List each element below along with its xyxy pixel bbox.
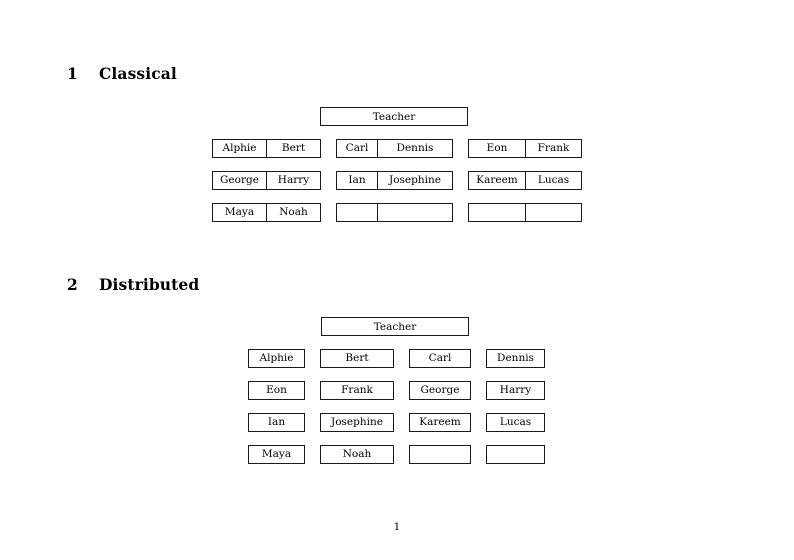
table-row (336, 203, 453, 222)
name-cell: Noah (320, 445, 394, 464)
empty-cell (409, 445, 471, 464)
list-item: George (409, 381, 471, 400)
list-item: Alphie (248, 349, 305, 368)
name-cell: Alphie (248, 349, 305, 368)
name-cell: Lucas (486, 413, 545, 432)
name-cell: Frank (320, 381, 394, 400)
table-row: Carl Dennis (336, 139, 453, 158)
list-item: Josephine (320, 413, 394, 432)
empty-cell (468, 203, 526, 222)
name-cell: George (212, 171, 267, 190)
list-item: Frank (320, 381, 394, 400)
empty-cell (486, 445, 545, 464)
section-heading-classical: 1 Classical (67, 64, 177, 83)
list-item: Eon (248, 381, 305, 400)
name-cell: Ian (248, 413, 305, 432)
name-cell: Noah (266, 203, 321, 222)
list-item: Ian (248, 413, 305, 432)
name-cell: Harry (266, 171, 321, 190)
section-heading-distributed: 2 Distributed (67, 275, 199, 294)
section-title: Classical (99, 64, 177, 83)
name-cell: Alphie (212, 139, 267, 158)
name-cell: Josephine (377, 171, 453, 190)
list-item: Kareem (409, 413, 471, 432)
page-number: 1 (393, 521, 401, 533)
table-row: Alphie Bert (212, 139, 321, 158)
name-cell: Frank (525, 139, 582, 158)
empty-cell (377, 203, 453, 222)
table-row: Maya Noah (212, 203, 321, 222)
section-title: Distributed (99, 275, 200, 294)
name-cell: Kareem (468, 171, 526, 190)
teacher-box-distributed: Teacher (321, 317, 469, 336)
empty-cell (336, 203, 378, 222)
name-cell: Kareem (409, 413, 471, 432)
name-cell: Maya (212, 203, 267, 222)
table-row: Kareem Lucas (468, 171, 582, 190)
teacher-label: Teacher (373, 320, 417, 333)
list-item: Harry (486, 381, 545, 400)
table-row: George Harry (212, 171, 321, 190)
teacher-box-classical: Teacher (320, 107, 468, 126)
empty-cell (525, 203, 582, 222)
section-number: 1 (67, 64, 78, 83)
list-item (486, 445, 545, 464)
list-item: Maya (248, 445, 305, 464)
name-cell: Bert (266, 139, 321, 158)
list-item: Noah (320, 445, 394, 464)
name-cell: George (409, 381, 471, 400)
name-cell: Dennis (377, 139, 453, 158)
list-item (409, 445, 471, 464)
name-cell: Bert (320, 349, 394, 368)
name-cell: Josephine (320, 413, 394, 432)
list-item: Dennis (486, 349, 545, 368)
name-cell: Ian (336, 171, 378, 190)
name-cell: Dennis (486, 349, 545, 368)
table-row: Eon Frank (468, 139, 582, 158)
name-cell: Eon (248, 381, 305, 400)
teacher-label: Teacher (372, 110, 416, 123)
name-cell: Maya (248, 445, 305, 464)
table-row (468, 203, 582, 222)
section-number: 2 (67, 275, 78, 294)
list-item: Bert (320, 349, 394, 368)
list-item: Lucas (486, 413, 545, 432)
name-cell: Harry (486, 381, 545, 400)
name-cell: Carl (336, 139, 378, 158)
name-cell: Lucas (525, 171, 582, 190)
name-cell: Carl (409, 349, 471, 368)
list-item: Carl (409, 349, 471, 368)
name-cell: Eon (468, 139, 526, 158)
table-row: Ian Josephine (336, 171, 453, 190)
